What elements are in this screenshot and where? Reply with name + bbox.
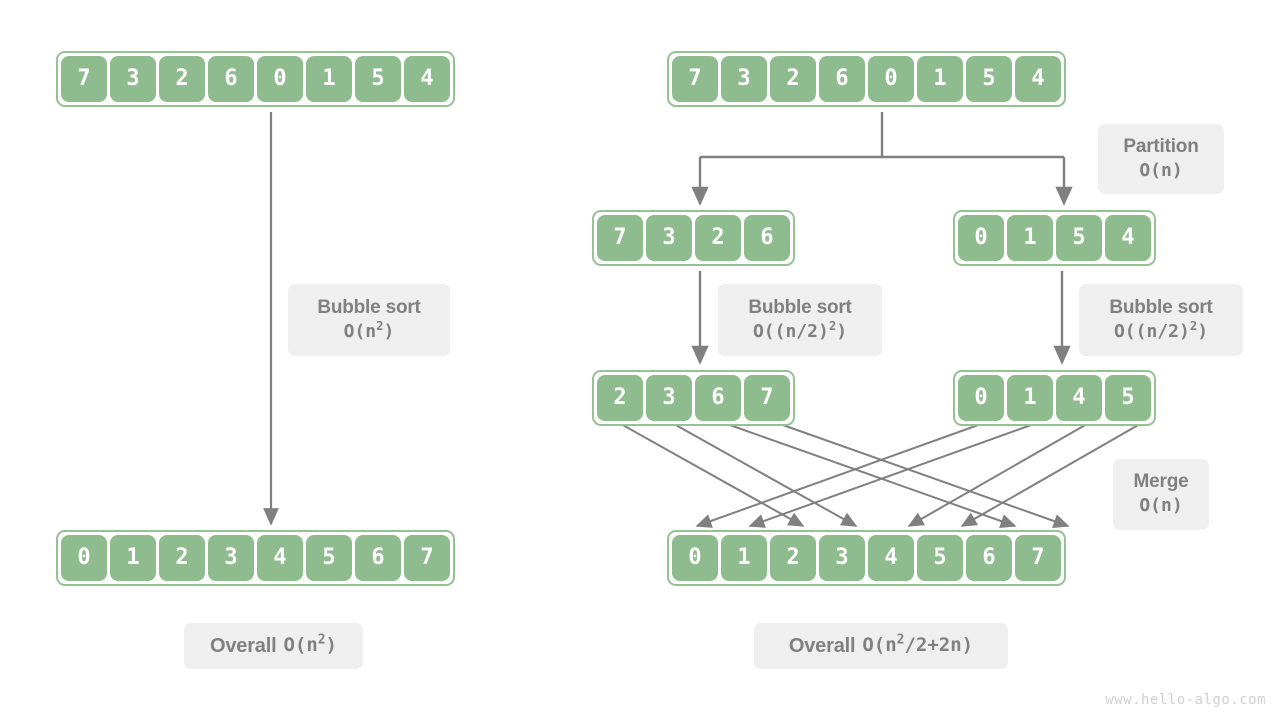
right-left-sorted-cell-3: 7 <box>744 375 790 421</box>
right-merged-cell-5: 5 <box>917 535 963 581</box>
left-input-cell-2: 2 <box>159 56 205 102</box>
left-input-cell-5: 1 <box>306 56 352 102</box>
right-left-sorted-cell-1: 3 <box>646 375 692 421</box>
right-left-sub-cell-3: 6 <box>744 215 790 261</box>
note-title: Bubble sort <box>1109 296 1213 318</box>
right-merged-cell-7: 7 <box>1015 535 1061 581</box>
right-input-cell-7: 4 <box>1015 56 1061 102</box>
watermark: www.hello-algo.com <box>1105 692 1266 708</box>
right-right-sorted-cell-0: 0 <box>958 375 1004 421</box>
note-title: Overall <box>210 634 277 657</box>
right-merged-cell-0: 0 <box>672 535 718 581</box>
right-left-sub-cell-0: 7 <box>597 215 643 261</box>
left-output-cell-5: 5 <box>306 535 352 581</box>
note-bubble-sort-left: Bubble sort O((n/2)2) <box>718 284 882 356</box>
left-output-cell-0: 0 <box>61 535 107 581</box>
note-title: Bubble sort <box>748 296 852 318</box>
note-complexity: O(n) <box>1139 495 1183 517</box>
note-complexity: O((n/2)2) <box>1113 318 1209 342</box>
note-complexity: O(n) <box>1139 159 1183 181</box>
right-input-cell-0: 7 <box>672 56 718 102</box>
right-merged-cell-1: 1 <box>721 535 767 581</box>
right-left-sub-cell-2: 2 <box>695 215 741 261</box>
right-merged-cell-2: 2 <box>770 535 816 581</box>
merge-arrow-left-0 <box>620 423 805 527</box>
left-input-cell-7: 4 <box>404 56 450 102</box>
left-input-cell-4: 0 <box>257 56 303 102</box>
note-title: Bubble sort <box>317 296 421 318</box>
note-complexity: O(n2) <box>283 632 337 657</box>
right-left-sorted-cell-2: 6 <box>695 375 741 421</box>
right-right-sorted-cell-2: 4 <box>1056 375 1102 421</box>
merge-arrow-right-0 <box>695 423 982 528</box>
right-input-cell-6: 5 <box>966 56 1012 102</box>
right-input-cell-2: 2 <box>770 56 816 102</box>
note-complexity: O(n2/2+2n) <box>862 632 974 657</box>
merge-arrows <box>620 423 1141 528</box>
note-left-overall: Overall O(n2) <box>184 623 363 669</box>
right-right-sub-cell-2: 5 <box>1056 215 1102 261</box>
merge-arrow-left-1 <box>673 423 858 527</box>
right-merged-cell-3: 3 <box>819 535 865 581</box>
right-input-cell-3: 6 <box>819 56 865 102</box>
merge-arrow-right-1 <box>748 423 1035 528</box>
left-output-cell-4: 4 <box>257 535 303 581</box>
left-output-cell-2: 2 <box>159 535 205 581</box>
note-right-overall: Overall O(n2/2+2n) <box>754 623 1008 669</box>
note-partition: Partition O(n) <box>1098 124 1224 194</box>
note-title: Partition <box>1123 135 1199 157</box>
right-right-sub-cell-0: 0 <box>958 215 1004 261</box>
left-input-cell-0: 7 <box>61 56 107 102</box>
note-complexity: O(n2) <box>343 318 395 342</box>
left-output-cell-7: 7 <box>404 535 450 581</box>
merge-arrow-right-2 <box>907 423 1088 527</box>
right-left-sub-cell-1: 3 <box>646 215 692 261</box>
merge-arrow-left-3 <box>779 423 1070 528</box>
note-complexity: O((n/2)2) <box>752 318 848 342</box>
right-merged-cell-4: 4 <box>868 535 914 581</box>
note-title: Merge <box>1133 471 1189 493</box>
note-title: Overall <box>788 634 856 657</box>
right-input-cell-1: 3 <box>721 56 767 102</box>
left-output-cell-1: 1 <box>110 535 156 581</box>
right-right-sorted-cell-1: 1 <box>1007 375 1053 421</box>
left-input-cell-6: 5 <box>355 56 401 102</box>
right-right-sub-cell-1: 1 <box>1007 215 1053 261</box>
right-left-sorted-cell-0: 2 <box>597 375 643 421</box>
note-left-bubble-sort: Bubble sort O(n2) <box>288 284 450 356</box>
right-merged-cell-6: 6 <box>966 535 1012 581</box>
left-output-cell-3: 3 <box>208 535 254 581</box>
left-input-cell-3: 6 <box>208 56 254 102</box>
left-output-cell-6: 6 <box>355 535 401 581</box>
right-input-cell-5: 1 <box>917 56 963 102</box>
left-input-cell-1: 3 <box>110 56 156 102</box>
right-right-sorted-cell-3: 5 <box>1105 375 1151 421</box>
right-right-sub-cell-3: 4 <box>1105 215 1151 261</box>
note-merge: Merge O(n) <box>1113 459 1209 530</box>
merge-arrow-left-2 <box>726 423 1017 528</box>
right-input-cell-4: 0 <box>868 56 914 102</box>
note-bubble-sort-right: Bubble sort O((n/2)2) <box>1079 284 1243 356</box>
